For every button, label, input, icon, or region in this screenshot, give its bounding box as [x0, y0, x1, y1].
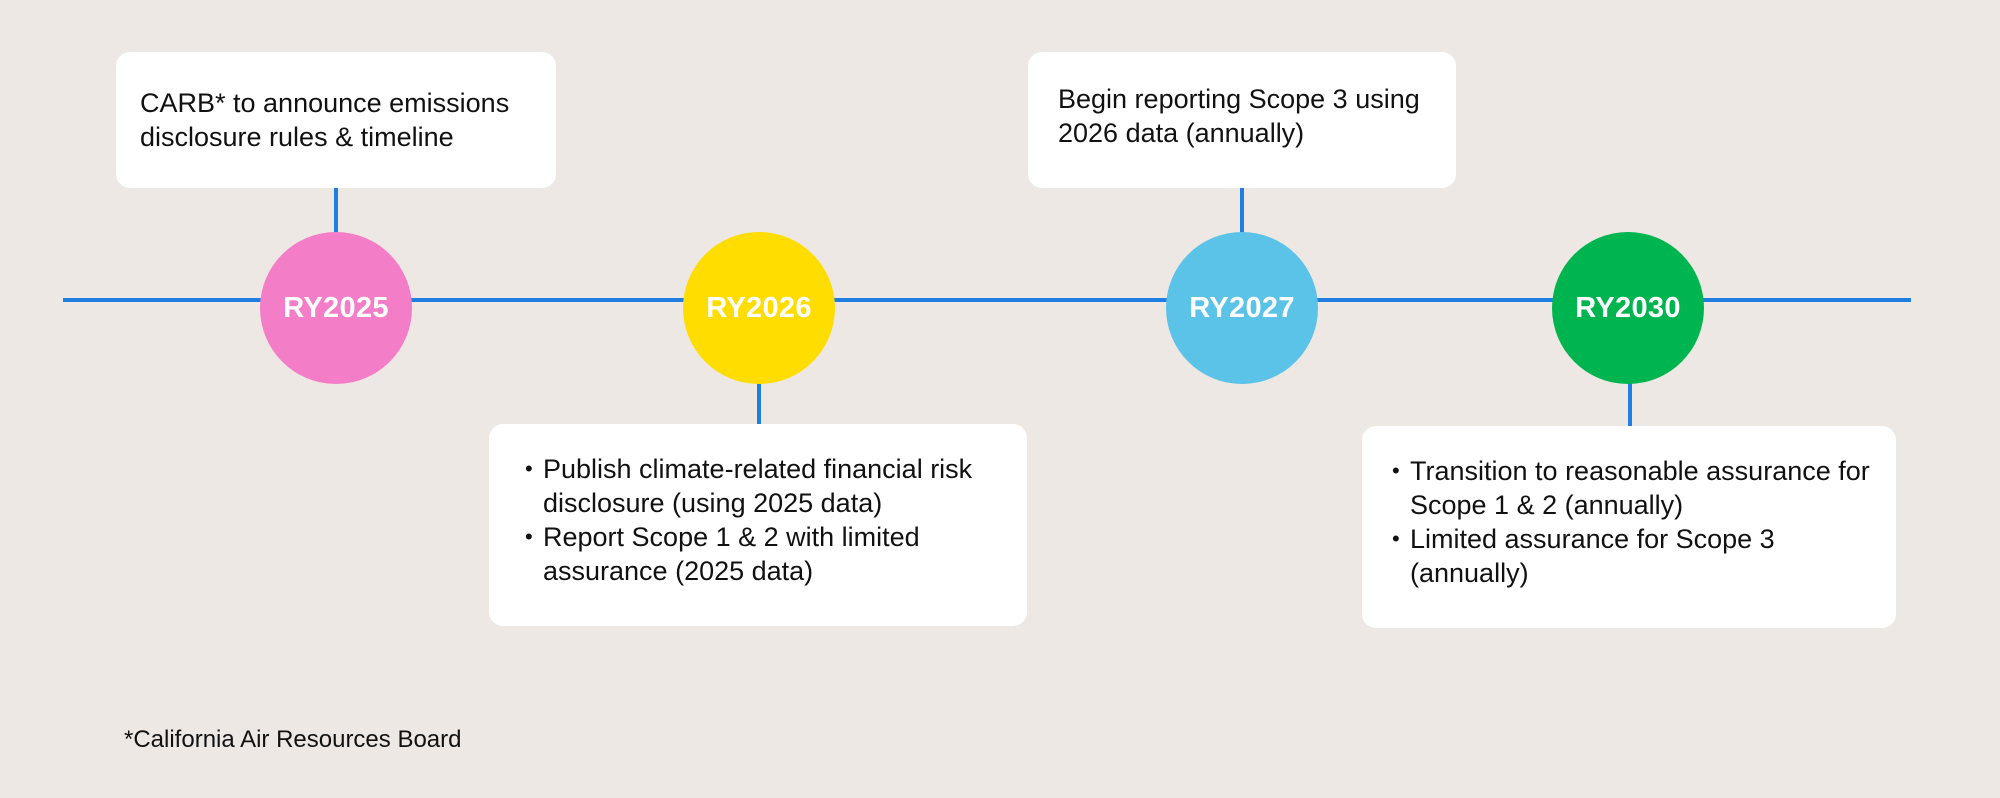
connector-ry2030: [1628, 382, 1632, 426]
timeline-axis-line: [63, 298, 1911, 302]
card-ry2027: Begin reporting Scope 3 using 2026 data …: [1028, 52, 1456, 188]
list-item: Transition to reasonable assurance for S…: [1392, 454, 1876, 522]
milestone-ry2026: RY2026: [683, 232, 835, 384]
milestone-label: RY2025: [283, 291, 389, 324]
list-item: Publish climate-related financial risk d…: [525, 452, 1007, 520]
card-ry2025: CARB* to announce emissions disclosure r…: [116, 52, 556, 188]
connector-ry2026: [757, 382, 761, 424]
milestone-ry2025: RY2025: [260, 232, 412, 384]
milestone-label: RY2026: [706, 291, 812, 324]
connector-ry2025: [334, 188, 338, 234]
card-ry2026: Publish climate-related financial risk d…: [489, 424, 1027, 626]
milestone-ry2030: RY2030: [1552, 232, 1704, 384]
card-ry2030: Transition to reasonable assurance for S…: [1362, 426, 1896, 628]
milestone-label: RY2030: [1575, 291, 1681, 324]
milestone-ry2027: RY2027: [1166, 232, 1318, 384]
card-text: Begin reporting Scope 3 using 2026 data …: [1058, 84, 1420, 148]
milestone-label: RY2027: [1189, 291, 1295, 324]
list-item: Limited assurance for Scope 3 (annually): [1392, 522, 1876, 590]
card-text: CARB* to announce emissions disclosure r…: [140, 88, 510, 152]
card-list: Transition to reasonable assurance for S…: [1392, 454, 1876, 590]
list-item: Report Scope 1 & 2 with limited assuranc…: [525, 520, 1007, 588]
connector-ry2027: [1240, 188, 1244, 234]
card-list: Publish climate-related financial risk d…: [525, 452, 1007, 588]
footnote: *California Air Resources Board: [124, 726, 462, 753]
